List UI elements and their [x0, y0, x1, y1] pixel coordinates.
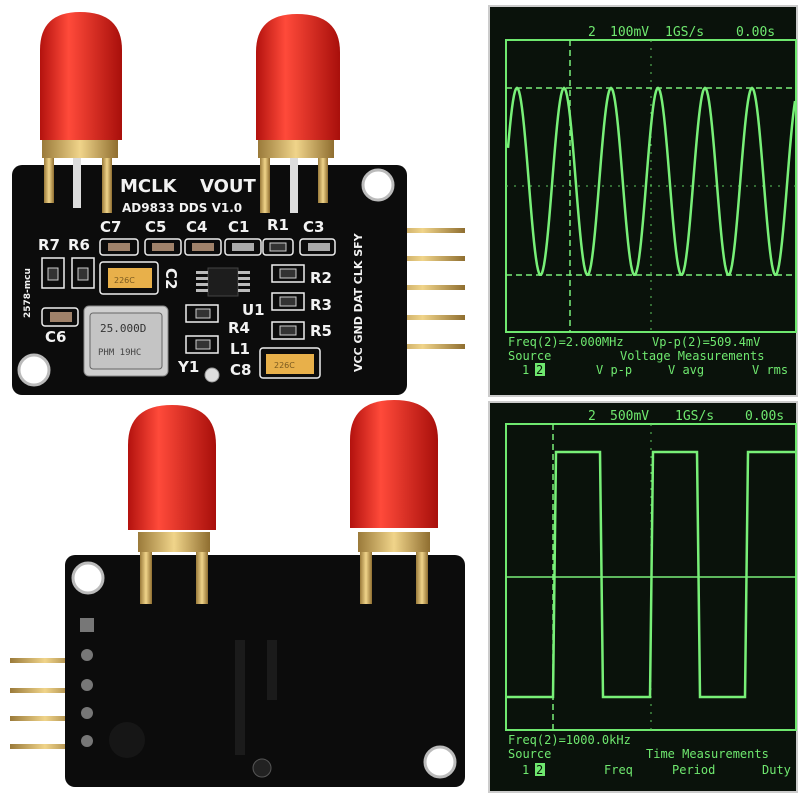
source-option-2-selected[interactable]: 2	[536, 363, 543, 377]
sma-connector-vout	[256, 14, 340, 213]
ref-c6: C6	[45, 328, 66, 346]
ref-r2: R2	[310, 269, 332, 287]
sine-waveform	[506, 86, 797, 277]
ref-c1: C1	[228, 218, 249, 236]
ref-c8: C8	[230, 361, 251, 379]
ref-r5: R5	[310, 322, 332, 340]
ref-c7: C7	[100, 218, 121, 236]
cursors	[506, 40, 796, 332]
source-option-1[interactable]: 1	[522, 763, 529, 777]
label-pin-names: VCC GND DAT CLK SFY	[352, 232, 365, 372]
menu-item-vpp[interactable]: V p-p	[596, 363, 632, 377]
header-pins-bottom	[10, 658, 80, 749]
sma-connector-back-left	[128, 405, 216, 604]
sma-connector-mclk	[40, 12, 122, 213]
sma-connector-back-right	[350, 400, 438, 604]
menu-item-vrms[interactable]: V rms	[752, 363, 788, 377]
ref-c2: C2	[162, 268, 180, 289]
ref-r7: R7	[38, 236, 60, 254]
ref-c4: C4	[186, 218, 207, 236]
crystal-code: PHM 19HC	[98, 348, 141, 358]
tantalum-capacitor	[108, 268, 152, 288]
mount-hole	[71, 561, 105, 595]
mount-hole	[361, 168, 395, 202]
oscilloscope-square: 2 500mV 1GS/s 0.00s Freq(2)=1000.0kHz So…	[488, 401, 798, 793]
tantalum-marking: 226C	[114, 276, 135, 285]
ref-r3: R3	[310, 296, 332, 314]
ref-r6: R6	[68, 236, 90, 254]
label-vout: VOUT	[200, 176, 257, 197]
label-side-code: 2578-mcu	[23, 268, 33, 318]
mount-hole	[423, 745, 457, 779]
channel-number: 2	[588, 25, 596, 40]
ref-c5: C5	[145, 218, 166, 236]
ref-y1: Y1	[177, 358, 199, 376]
ref-r4: R4	[228, 319, 250, 337]
ref-l1: L1	[230, 340, 250, 358]
menu-item-freq[interactable]: Freq	[604, 763, 633, 777]
mount-hole	[204, 367, 220, 383]
trace	[235, 640, 277, 755]
ad9833-chip	[196, 267, 250, 297]
source-option-1[interactable]: 1	[522, 363, 529, 377]
mount-hole	[17, 353, 51, 387]
channel-number: 2	[588, 409, 596, 424]
sample-rate: 1GS/s	[665, 25, 704, 40]
vpp-readout: Vp-p(2)=509.4mV	[652, 335, 760, 349]
source-label: Source	[508, 349, 551, 363]
pin-pads	[80, 618, 94, 747]
oscilloscope-sine: 2 100mV 1GS/s 0.00s Freq(2)=2.000MHz Vp-…	[488, 5, 798, 397]
source-label: Source	[508, 747, 551, 761]
menu-item-vavg[interactable]: V avg	[668, 363, 704, 377]
tantalum-marking: 226C	[274, 361, 295, 370]
volts-per-div: 500mV	[610, 409, 649, 424]
pcb-bottom-view	[10, 400, 465, 787]
label-model: AD9833 DDS V1.0	[122, 201, 242, 215]
trigger-time: 0.00s	[736, 25, 775, 40]
pcb-board-back	[65, 555, 465, 787]
crystal-frequency: 25.000D	[100, 322, 146, 335]
pad	[109, 722, 145, 758]
menu-item-duty[interactable]: Duty	[762, 763, 791, 777]
label-mclk: MCLK	[120, 176, 178, 197]
ref-c3: C3	[303, 218, 324, 236]
ref-u1: U1	[242, 301, 265, 319]
trigger-time: 0.00s	[745, 409, 784, 424]
freq-readout: Freq(2)=2.000MHz	[508, 335, 624, 349]
menu-title: Time Measurements	[646, 747, 769, 761]
menu-item-period[interactable]: Period	[672, 763, 715, 777]
sample-rate: 1GS/s	[675, 409, 714, 424]
tantalum-capacitor	[266, 354, 314, 374]
menu-title: Voltage Measurements	[620, 349, 765, 363]
freq-readout: Freq(2)=1000.0kHz	[508, 733, 631, 747]
square-waveform	[507, 450, 795, 699]
ref-r1: R1	[267, 216, 289, 234]
smd-components	[41, 238, 336, 379]
via-hole	[252, 758, 272, 778]
source-option-2-selected[interactable]: 2	[536, 763, 543, 777]
volts-per-div: 100mV	[610, 25, 649, 40]
pcb-top-view: MCLK VOUT AD9833 DDS V1.0 2578-mcu VCC G…	[12, 12, 465, 395]
crystal-oscillator: 25.000D PHM 19HC	[83, 305, 169, 377]
